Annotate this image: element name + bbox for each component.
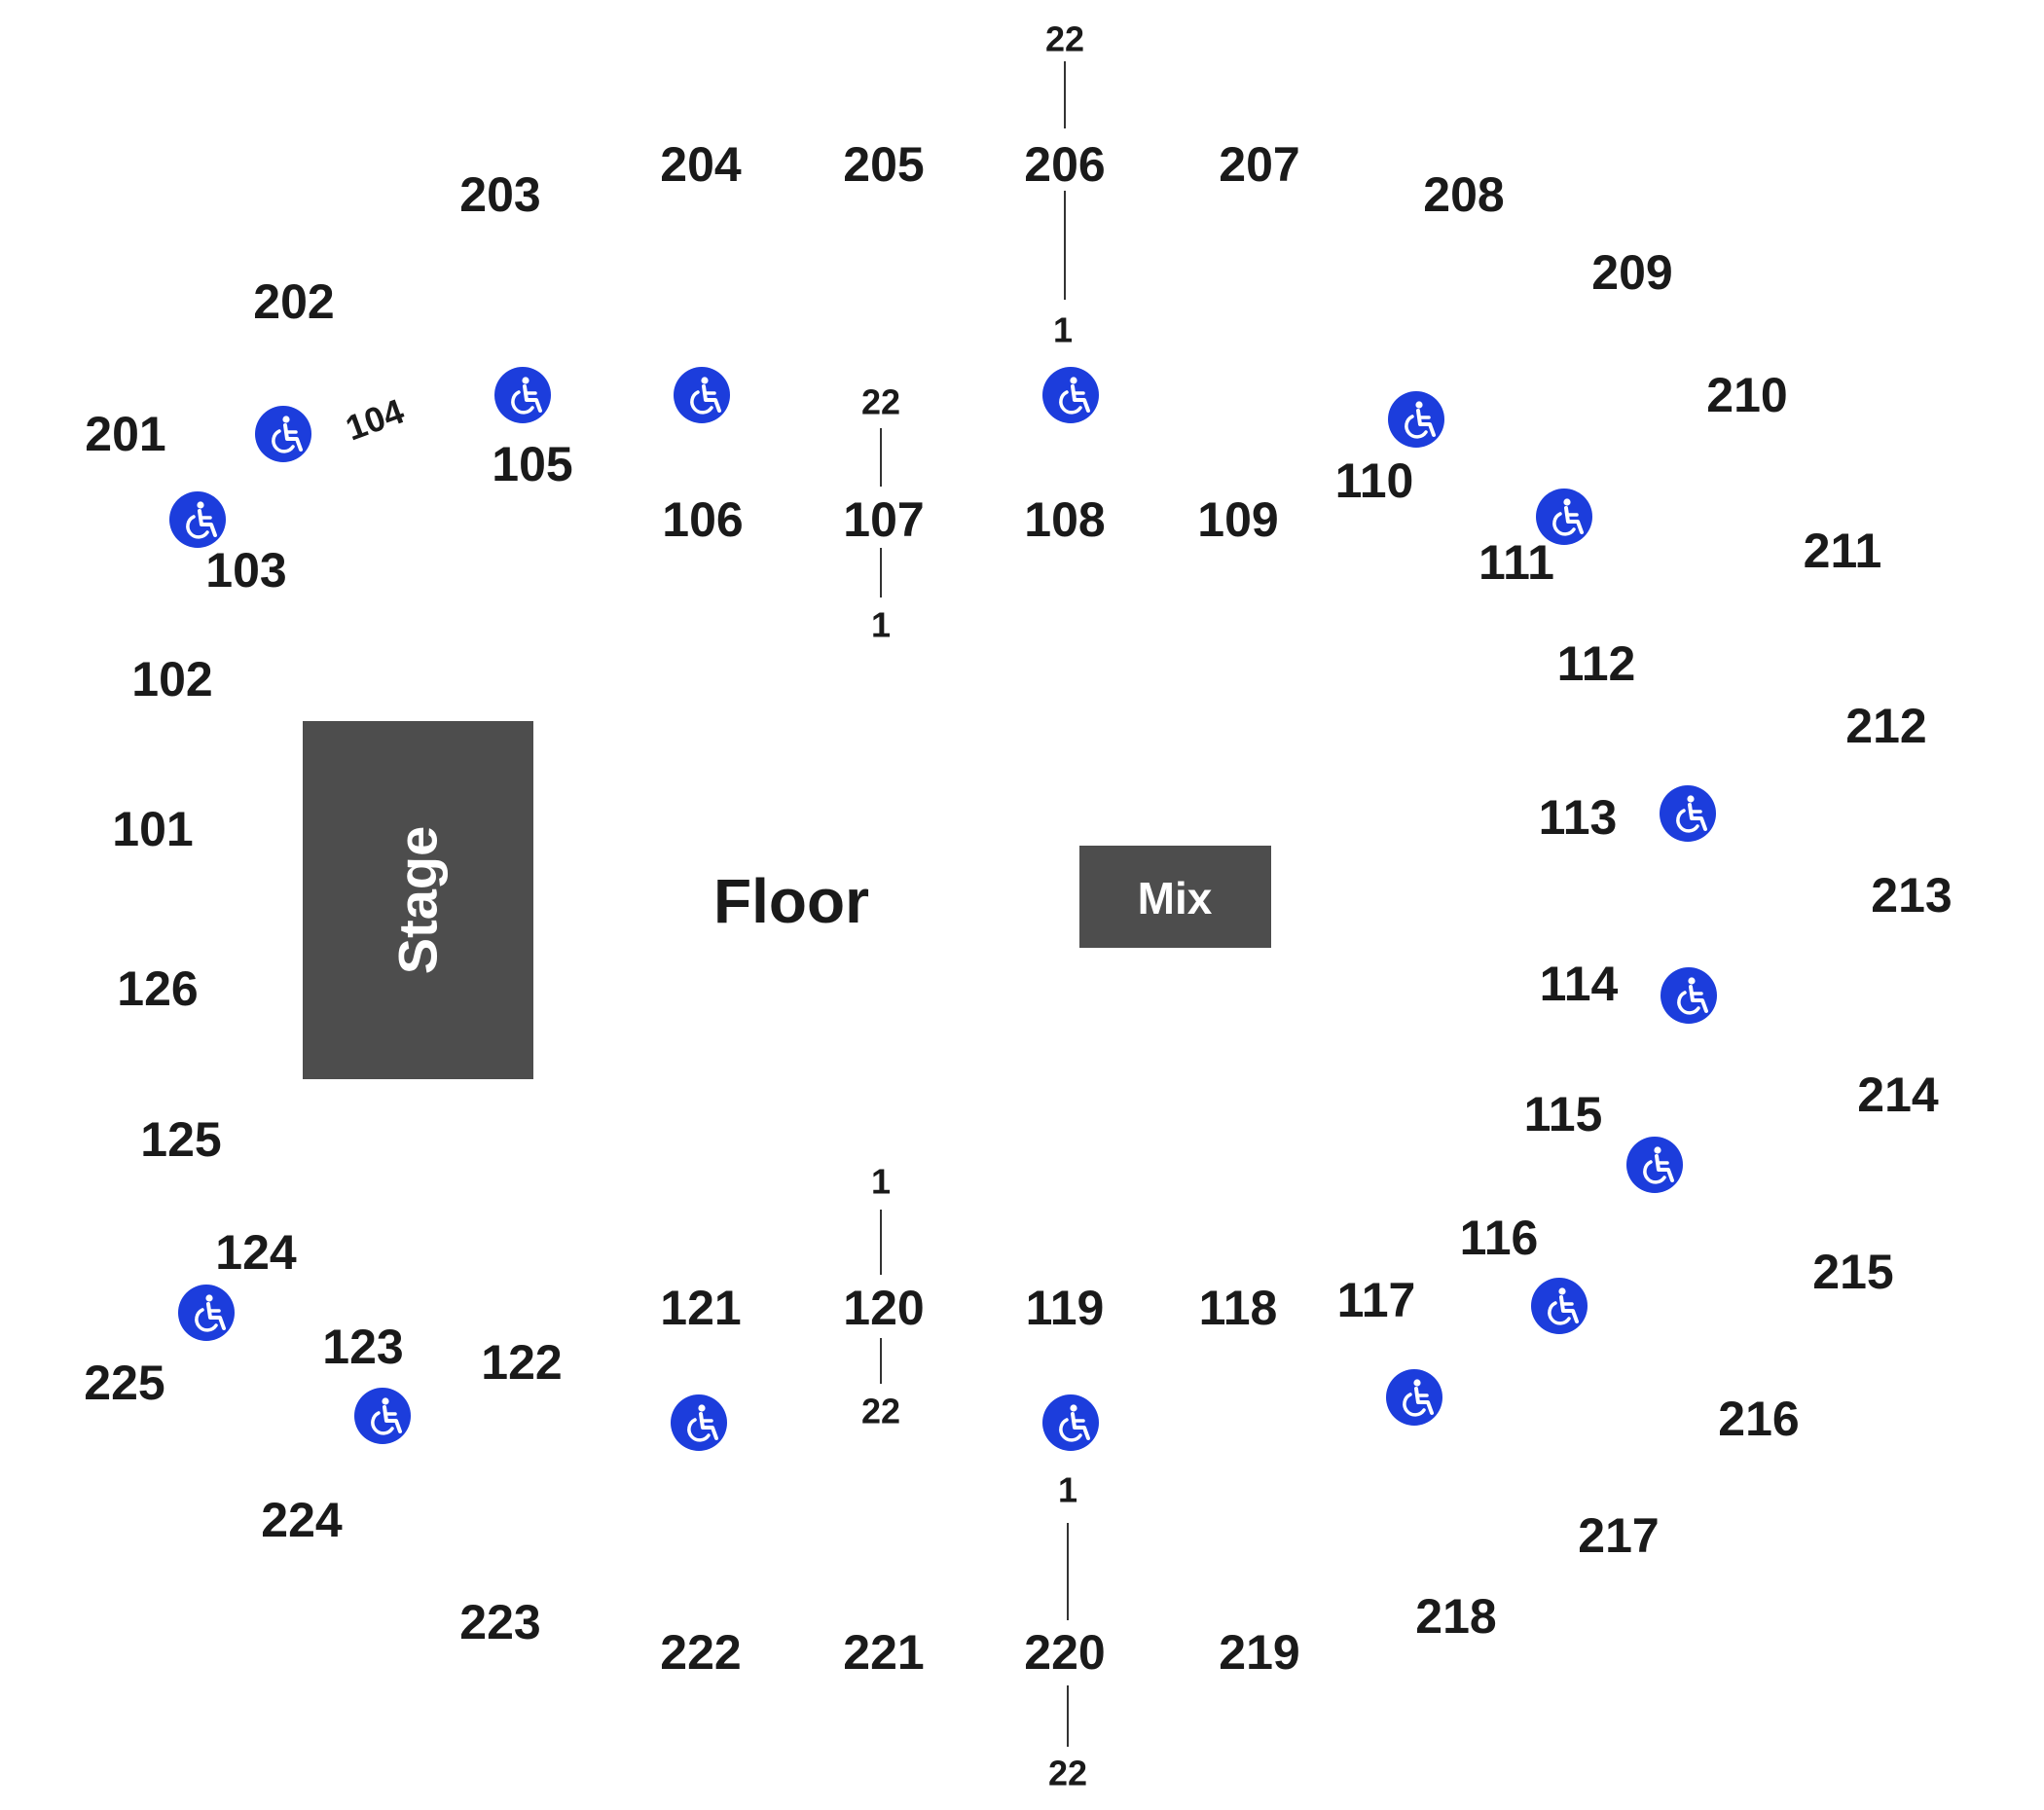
row-marker-206-top: 22 [1045, 19, 1084, 59]
section-117[interactable]: 117 [1337, 1273, 1416, 1327]
section-126[interactable]: 126 [117, 961, 198, 1016]
section-208[interactable]: 208 [1423, 167, 1504, 222]
section-216[interactable]: 216 [1718, 1392, 1799, 1446]
section-204[interactable]: 204 [660, 137, 742, 192]
section-213[interactable]: 213 [1871, 868, 1952, 923]
section-203[interactable]: 203 [459, 167, 540, 222]
section-116[interactable]: 116 [1460, 1211, 1539, 1265]
wheelchair-accessible-icon[interactable] [253, 404, 313, 464]
section-121[interactable]: 121 [660, 1281, 741, 1335]
wheelchair-accessible-icon[interactable] [1624, 1135, 1685, 1195]
section-120[interactable]: 120 [843, 1281, 924, 1335]
section-114[interactable]: 114 [1540, 957, 1619, 1011]
section-123[interactable]: 123 [322, 1320, 403, 1374]
section-112[interactable]: 112 [1557, 636, 1636, 691]
section-106[interactable]: 106 [662, 492, 743, 547]
section-215[interactable]: 215 [1812, 1245, 1893, 1299]
wheelchair-accessible-icon[interactable] [1384, 1367, 1444, 1428]
section-103[interactable]: 103 [205, 543, 286, 597]
section-105[interactable]: 105 [492, 437, 572, 491]
floor-label[interactable]: Floor [713, 866, 869, 936]
section-101[interactable]: 101 [112, 802, 193, 856]
wheelchair-accessible-icon[interactable] [672, 365, 732, 425]
row-marker-220-top: 1 [1058, 1470, 1077, 1510]
wheelchair-accessible-icon[interactable] [1534, 487, 1594, 547]
section-108[interactable]: 108 [1024, 492, 1105, 547]
section-220[interactable]: 220 [1024, 1625, 1105, 1680]
section-205[interactable]: 205 [843, 137, 924, 192]
section-211[interactable]: 211 [1804, 524, 1882, 578]
section-110[interactable]: 110 [1335, 453, 1414, 508]
section-125[interactable]: 125 [140, 1112, 221, 1167]
section-102[interactable]: 102 [131, 652, 212, 706]
row-marker-107-top: 22 [861, 382, 900, 422]
lower-sections: 101 102 103 104 105 106 107 108 109 110 … [112, 390, 1635, 1390]
section-202[interactable]: 202 [253, 274, 334, 329]
wheelchair-accessible-icon[interactable] [1040, 1393, 1101, 1453]
section-218[interactable]: 218 [1415, 1589, 1496, 1644]
section-201[interactable]: 201 [85, 407, 165, 461]
section-107[interactable]: 107 [843, 492, 924, 547]
stage[interactable]: Stage [303, 721, 533, 1079]
section-124[interactable]: 124 [215, 1225, 297, 1280]
wheelchair-accessible-icon[interactable] [352, 1386, 413, 1446]
section-104[interactable]: 104 [341, 390, 409, 448]
wheelchair-accessible-icon[interactable] [176, 1283, 237, 1343]
row-marker-206-bottom: 1 [1053, 310, 1073, 350]
section-224[interactable]: 224 [261, 1493, 343, 1547]
section-207[interactable]: 207 [1219, 137, 1299, 192]
row-marker-107-bottom: 1 [871, 605, 891, 645]
row-divider-lines [880, 61, 1069, 1747]
section-210[interactable]: 210 [1706, 368, 1787, 422]
mix-position: Mix [1079, 846, 1271, 948]
row-marker-120-top: 1 [871, 1162, 891, 1202]
section-217[interactable]: 217 [1578, 1508, 1659, 1563]
wheelchair-accessible-icon[interactable] [493, 365, 553, 425]
section-222[interactable]: 222 [660, 1625, 741, 1680]
row-marker-220-bottom: 22 [1048, 1754, 1087, 1793]
wheelchair-accessible-icon[interactable] [1529, 1276, 1589, 1336]
wheelchair-accessible-icon[interactable] [167, 489, 228, 550]
section-223[interactable]: 223 [459, 1595, 540, 1649]
wheelchair-accessible-icon[interactable] [1658, 783, 1718, 844]
wheelchair-accessible-icon[interactable] [669, 1393, 729, 1453]
stage-label: Stage [387, 826, 449, 975]
wheelchair-accessible-icon[interactable] [1386, 389, 1446, 450]
section-221[interactable]: 221 [843, 1625, 924, 1680]
section-118[interactable]: 118 [1199, 1281, 1278, 1335]
section-212[interactable]: 212 [1845, 699, 1926, 753]
wheelchair-accessible-icon[interactable] [1040, 365, 1101, 425]
section-206[interactable]: 206 [1024, 137, 1105, 192]
section-219[interactable]: 219 [1219, 1625, 1299, 1680]
row-markers: 22 1 22 1 1 22 1 22 [861, 19, 1087, 1793]
upper-sections: 201 202 203 204 205 206 207 208 209 210 … [84, 137, 1952, 1680]
section-115[interactable]: 115 [1524, 1087, 1603, 1141]
section-109[interactable]: 109 [1197, 492, 1278, 547]
section-214[interactable]: 214 [1857, 1068, 1939, 1122]
section-209[interactable]: 209 [1591, 245, 1672, 300]
wheelchair-accessible-icon[interactable] [1659, 965, 1719, 1026]
section-225[interactable]: 225 [84, 1356, 164, 1410]
row-marker-120-bottom: 22 [861, 1392, 900, 1431]
mix-label: Mix [1138, 873, 1213, 923]
section-111[interactable]: 111 [1478, 535, 1554, 590]
section-122[interactable]: 122 [481, 1335, 562, 1390]
section-113[interactable]: 113 [1539, 790, 1618, 845]
section-119[interactable]: 119 [1026, 1281, 1105, 1335]
